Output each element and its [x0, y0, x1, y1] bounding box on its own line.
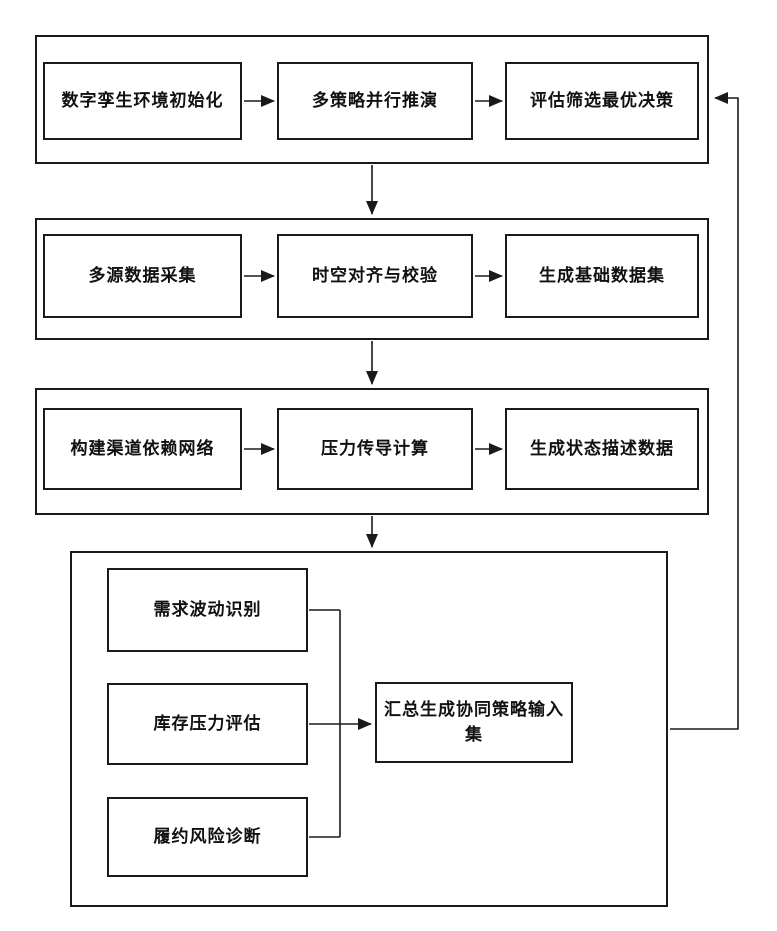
box-multi-source-data-collection: 多源数据采集 [43, 234, 242, 318]
box-generate-base-dataset: 生成基础数据集 [505, 234, 699, 318]
box-demand-fluctuation-identification: 需求波动识别 [107, 568, 308, 652]
box-spatiotemporal-alignment-verification: 时空对齐与校验 [277, 234, 473, 318]
box-inventory-pressure-assessment: 库存压力评估 [107, 683, 308, 765]
box-fulfillment-risk-diagnosis: 履约风险诊断 [107, 797, 308, 877]
box-multi-strategy-parallel-simulation: 多策略并行推演 [277, 62, 473, 140]
box-generate-state-description-data: 生成状态描述数据 [505, 408, 699, 490]
box-digital-twin-env-init: 数字孪生环境初始化 [43, 62, 242, 140]
box-aggregate-collaborative-strategy-input-set: 汇总生成协同策略输入 集 [375, 682, 573, 763]
box-evaluate-select-optimal-decision: 评估筛选最优决策 [505, 62, 699, 140]
box-pressure-conduction-computation: 压力传导计算 [277, 408, 473, 490]
box-build-channel-dependency-network: 构建渠道依赖网络 [43, 408, 242, 490]
